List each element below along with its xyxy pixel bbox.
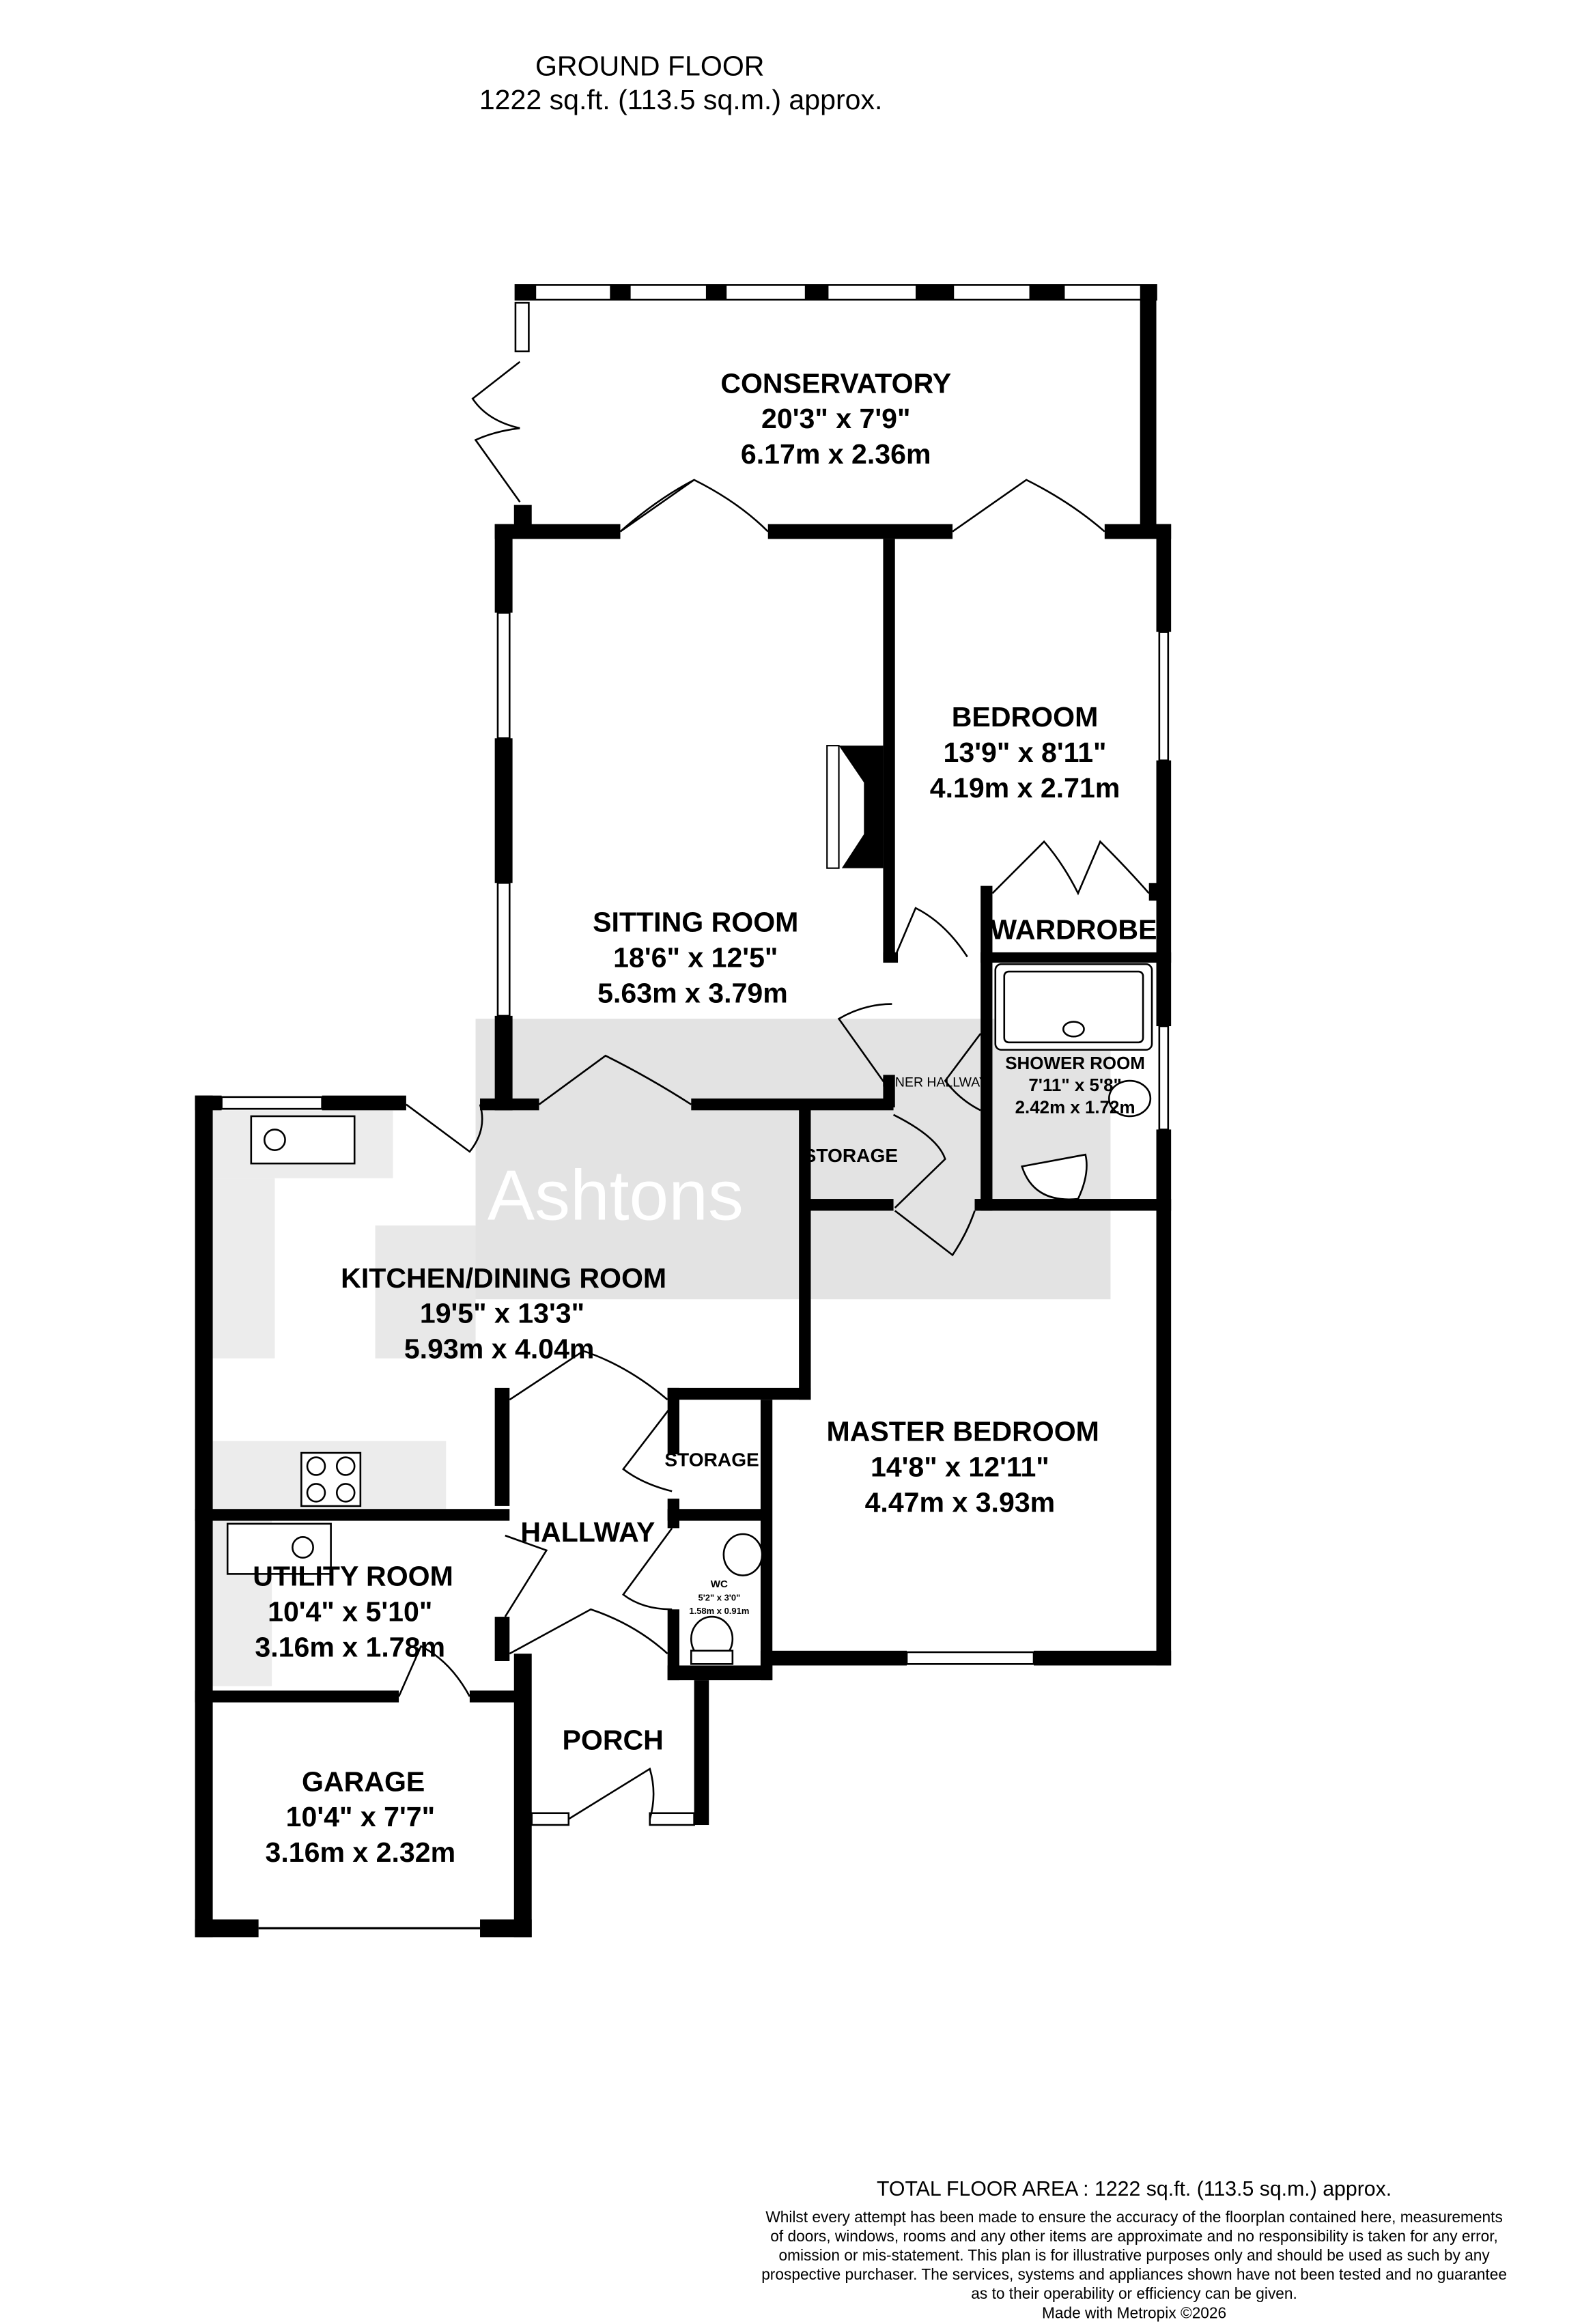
fixtures — [226, 963, 1153, 1665]
disclaimer-line: prospective purchaser. The services, sys… — [761, 2265, 1507, 2283]
room-labels: CONSERVATORY 20'3" x 7'9" 6.17m x 2.36m … — [253, 367, 1157, 1868]
wc-name: WC — [711, 1578, 728, 1590]
credit: Made with Metropix ©2026 — [1042, 2304, 1226, 2321]
watermark-text: Ashtons — [488, 1155, 744, 1234]
master-bedroom-imperial: 14'8" x 12'11" — [871, 1451, 1049, 1483]
shower-room-metric: 2.42m x 1.72m — [1015, 1099, 1135, 1118]
storage-2-name: STORAGE — [664, 1449, 759, 1471]
shower-room-imperial: 7'11" x 5'8" — [1028, 1076, 1121, 1095]
hallway-name: HALLWAY — [520, 1516, 655, 1548]
master-bedroom-name: MASTER BEDROOM — [827, 1416, 1099, 1447]
bedroom-name: BEDROOM — [952, 701, 1099, 733]
kitchen-name: KITCHEN/DINING ROOM — [341, 1262, 666, 1294]
kitchen-imperial: 19'5" x 13'3" — [420, 1298, 584, 1329]
wc-metric: 1.58m x 0.91m — [689, 1606, 749, 1616]
wc-basin-icon — [722, 1533, 763, 1576]
floor-title: GROUND FLOOR — [535, 50, 765, 81]
bedroom-metric: 4.19m x 2.71m — [930, 772, 1120, 804]
utility-imperial: 10'4" x 5'10" — [268, 1596, 432, 1628]
floor-area: 1222 sq.ft. (113.5 sq.m.) approx. — [479, 84, 883, 115]
toilet-icon — [1108, 1079, 1152, 1118]
inner-hallway-name: INNER HALLWAY — [881, 1075, 987, 1090]
garage-metric: 3.16m x 2.32m — [266, 1837, 456, 1868]
conservatory-metric: 6.17m x 2.36m — [741, 438, 931, 470]
porch-name: PORCH — [562, 1725, 663, 1756]
walls — [195, 284, 1172, 1938]
storage-1-name: STORAGE — [804, 1145, 898, 1166]
shower-room-name: SHOWER ROOM — [1005, 1054, 1145, 1073]
conservatory-name: CONSERVATORY — [720, 367, 951, 399]
utility-name: UTILITY ROOM — [253, 1561, 453, 1592]
footer: TOTAL FLOOR AREA : 1222 sq.ft. (113.5 sq… — [761, 2178, 1507, 2321]
sitting-room-imperial: 18'6" x 12'5" — [613, 942, 778, 974]
bedroom-imperial: 13'9" x 8'11" — [944, 737, 1107, 768]
kitchen-metric: 5.93m x 4.04m — [404, 1333, 595, 1365]
conservatory-imperial: 20'3" x 7'9" — [761, 403, 910, 434]
sitting-room-metric: 5.63m x 3.79m — [597, 977, 788, 1008]
disclaimer-line: omission or mis-statement. This plan is … — [778, 2246, 1490, 2264]
total-floor-area: TOTAL FLOOR AREA : 1222 sq.ft. (113.5 sq… — [877, 2178, 1392, 2200]
disclaimer-line: Whilst every attempt has been made to en… — [765, 2208, 1503, 2226]
sitting-room-name: SITTING ROOM — [593, 907, 798, 938]
disclaimer-line: of doors, windows, rooms and any other i… — [770, 2227, 1498, 2245]
master-bedroom-metric: 4.47m x 3.93m — [865, 1487, 1056, 1518]
utility-metric: 3.16m x 1.78m — [255, 1631, 445, 1662]
doors — [397, 360, 1150, 1820]
garage-imperial: 10'4" x 7'7" — [286, 1801, 435, 1832]
basin-icon — [1021, 1153, 1088, 1201]
wc-imperial: 5'2" x 3'0" — [698, 1592, 741, 1602]
garage-name: GARAGE — [302, 1766, 425, 1797]
wardrobe-name: WARDROBE — [990, 913, 1157, 945]
disclaimer-line: as to their operability or efficiency ca… — [971, 2284, 1297, 2302]
